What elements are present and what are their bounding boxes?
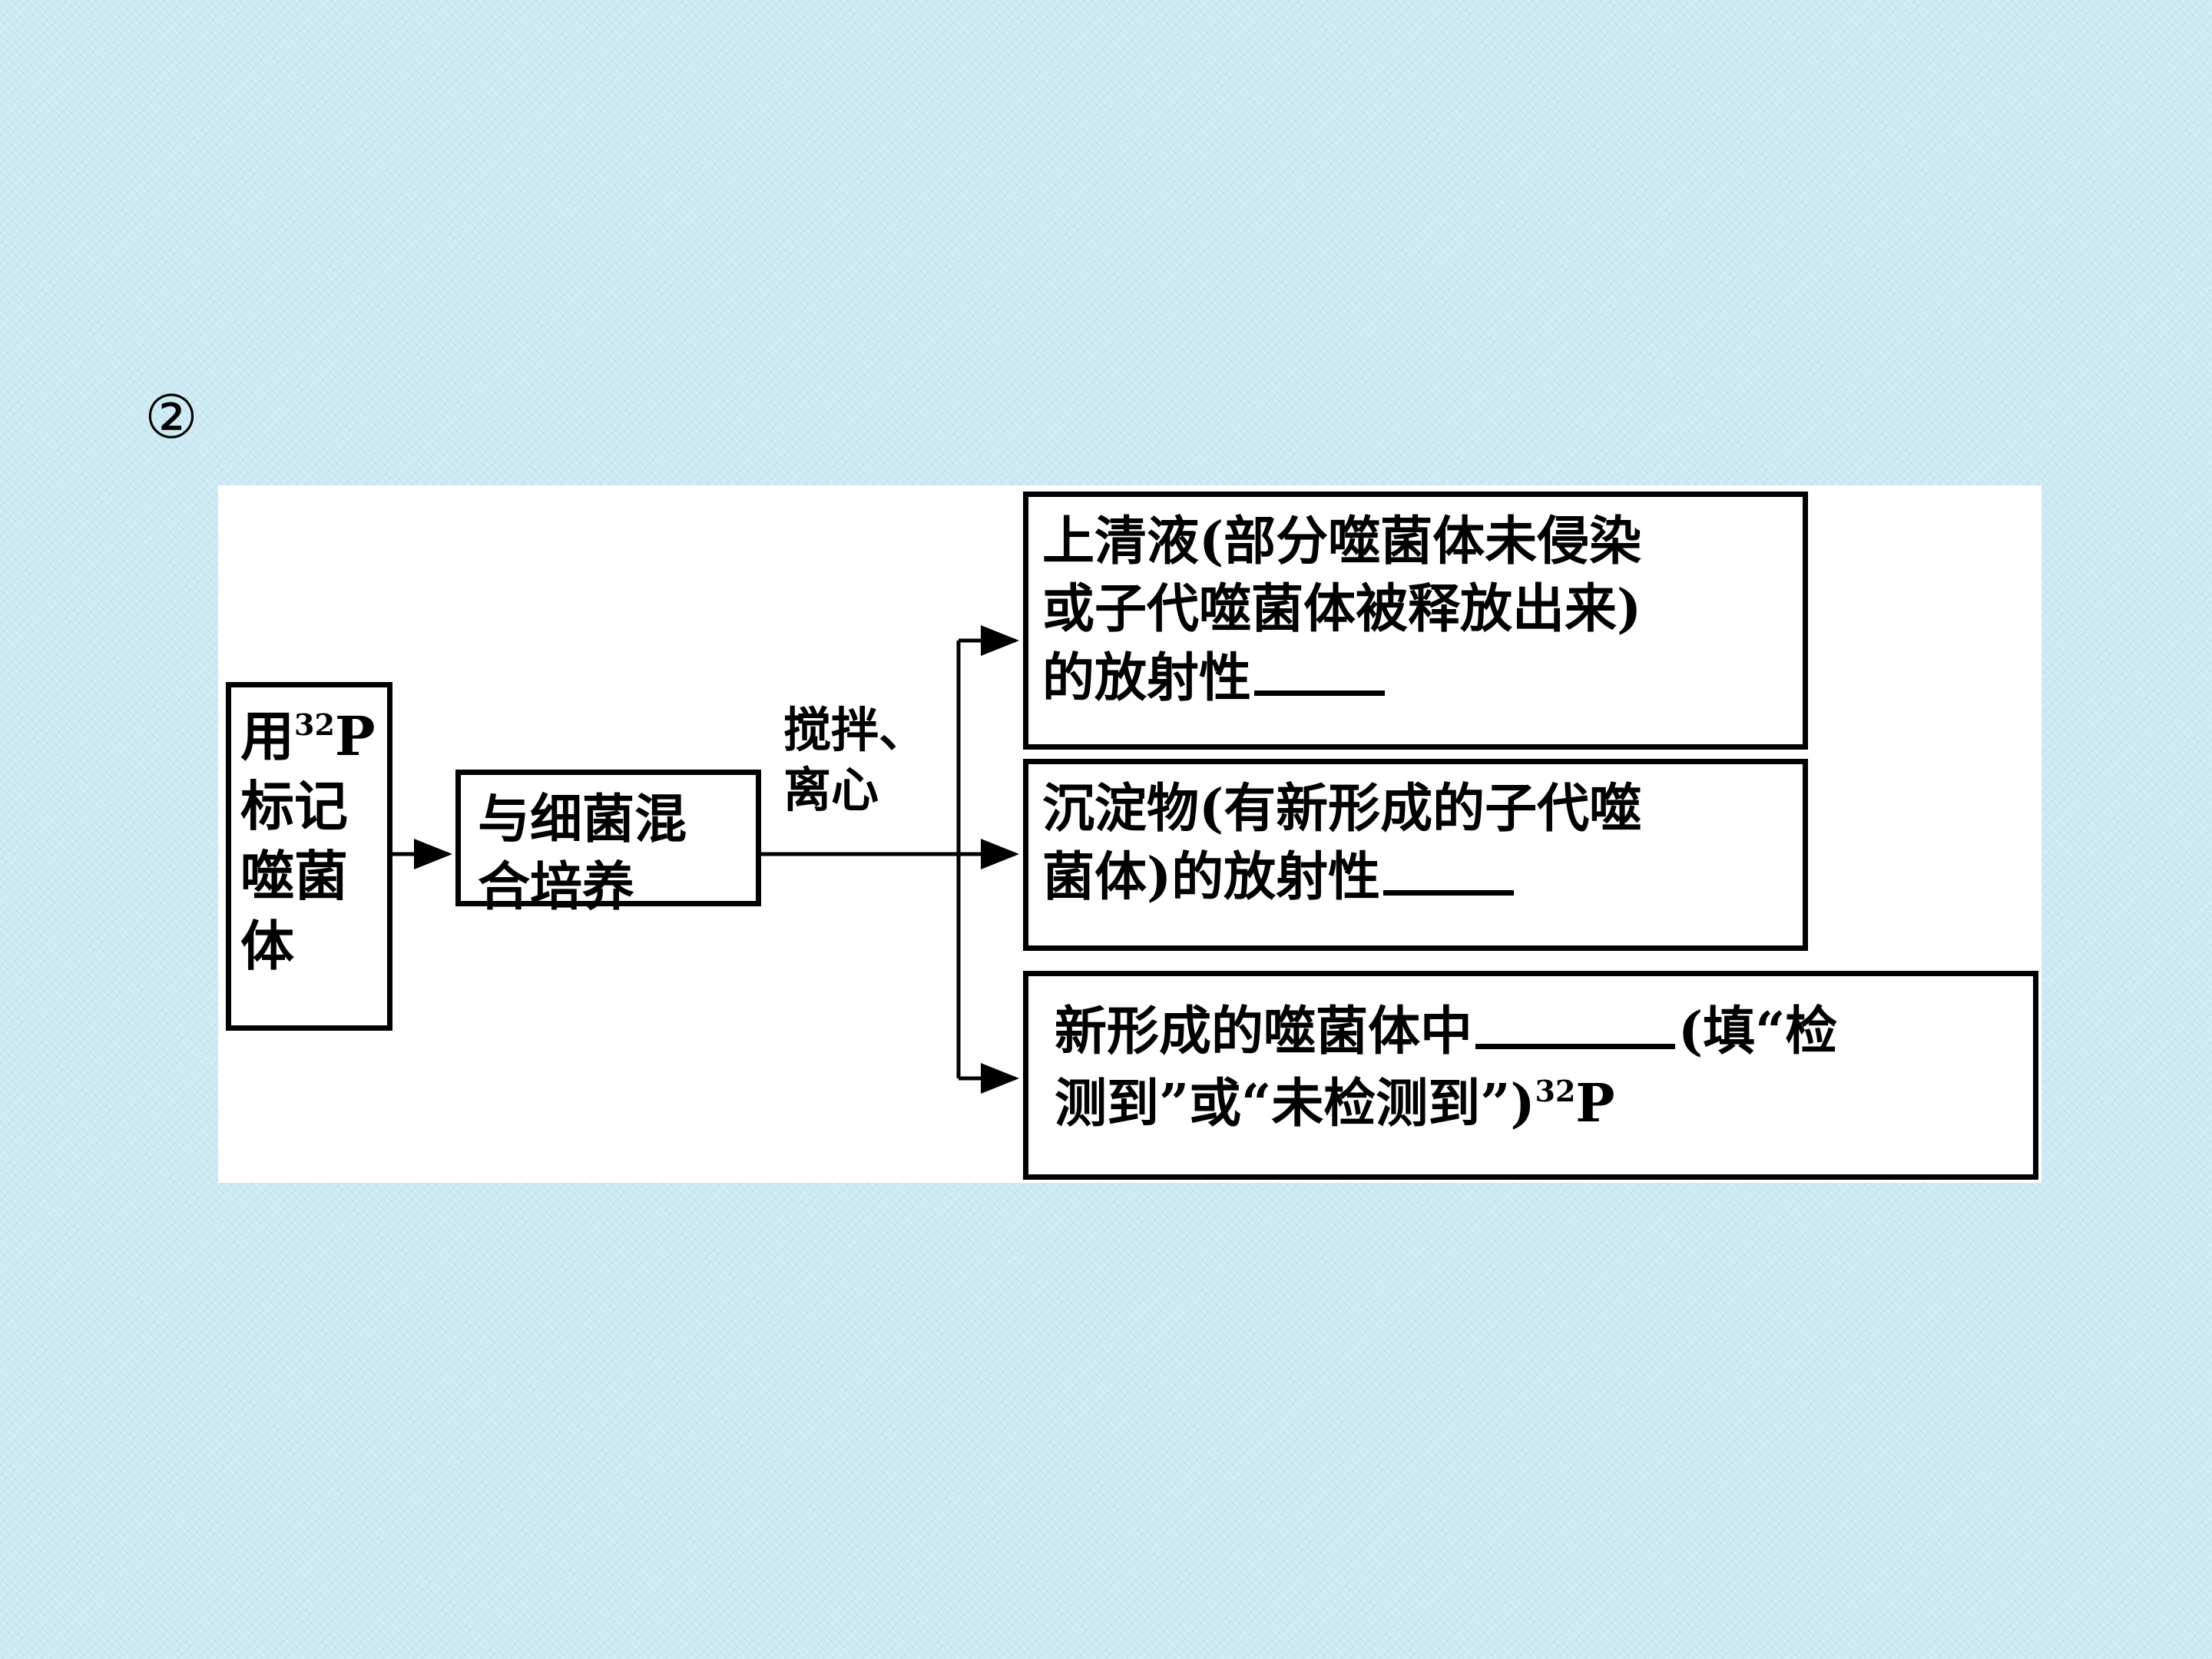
labeling-box: 用32P 标记 噬菌 体 [226, 682, 392, 1031]
mix-line-1: 与细菌混 [478, 789, 687, 850]
progeny-line-2: 测到”或“未检测到”)32P [1055, 1068, 2025, 1141]
labeling-line-3: 噬菌 [240, 844, 348, 908]
supernatant-line-2: 或子代噬菌体被释放出来) [1042, 578, 1642, 641]
labeling-prefix: 用 [240, 704, 294, 768]
progeny-line-1: 新形成的噬菌体中 (填“检 [1055, 996, 2025, 1068]
progeny-isotope-mass-number: 32 [1535, 1073, 1576, 1108]
process-label-line-1: 搅拌、 [783, 702, 927, 758]
mix-line-2: 合培养 [478, 856, 635, 919]
mix-culture-box: 与细菌混 合培养 [455, 770, 761, 918]
connector-arrows [392, 625, 1019, 1094]
pellet-box: 沉淀物(有新形成的子代噬 菌体)的放射性 [1023, 759, 1808, 951]
answer-blank-supernatant[interactable] [1254, 644, 1386, 696]
pellet-line-1: 沉淀物(有新形成的子代噬 [1042, 778, 1642, 839]
progeny-isotope-symbol: P [1575, 1072, 1615, 1134]
pellet-line-2: 菌体)的放射性 [1042, 843, 1795, 912]
isotope-mass-number: 32 [294, 707, 335, 742]
answer-blank-pellet[interactable] [1383, 843, 1515, 896]
supernatant-radioactivity-label: 的放射性 [1042, 647, 1252, 709]
pellet-radioactivity-label: 菌体)的放射性 [1042, 846, 1381, 909]
labeling-line-4: 体 [240, 914, 294, 978]
experiment-flow-diagram: 用32P 标记 噬菌 体 与细菌混 合培养 搅拌、 离心 上清液(部分噬菌体未侵… [218, 485, 2041, 1183]
progeny-box: 新形成的噬菌体中 (填“检 测到”或“未检测到”)32P [1023, 971, 2038, 1180]
progeny-prefix: 新形成的噬菌体中 [1055, 1001, 1473, 1062]
labeling-line-1: 用32P [240, 701, 387, 771]
supernatant-line-3: 的放射性 [1042, 644, 1795, 713]
labeling-line-2: 标记 [240, 774, 348, 838]
supernatant-line-1: 上清液(部分噬菌体未侵染 [1042, 511, 1642, 572]
item-number-marker: ② [144, 383, 198, 452]
process-label: 搅拌、 离心 [783, 700, 926, 820]
progeny-instruction-end: 测到”或“未检测到”) [1055, 1072, 1535, 1134]
progeny-instruction-start: (填“检 [1678, 1001, 1838, 1062]
answer-blank-progeny[interactable] [1475, 997, 1676, 1049]
isotope-symbol: P [334, 704, 376, 768]
process-label-line-2: 离心 [783, 761, 879, 818]
supernatant-box: 上清液(部分噬菌体未侵染 或子代噬菌体被释放出来) 的放射性 [1023, 492, 1808, 750]
